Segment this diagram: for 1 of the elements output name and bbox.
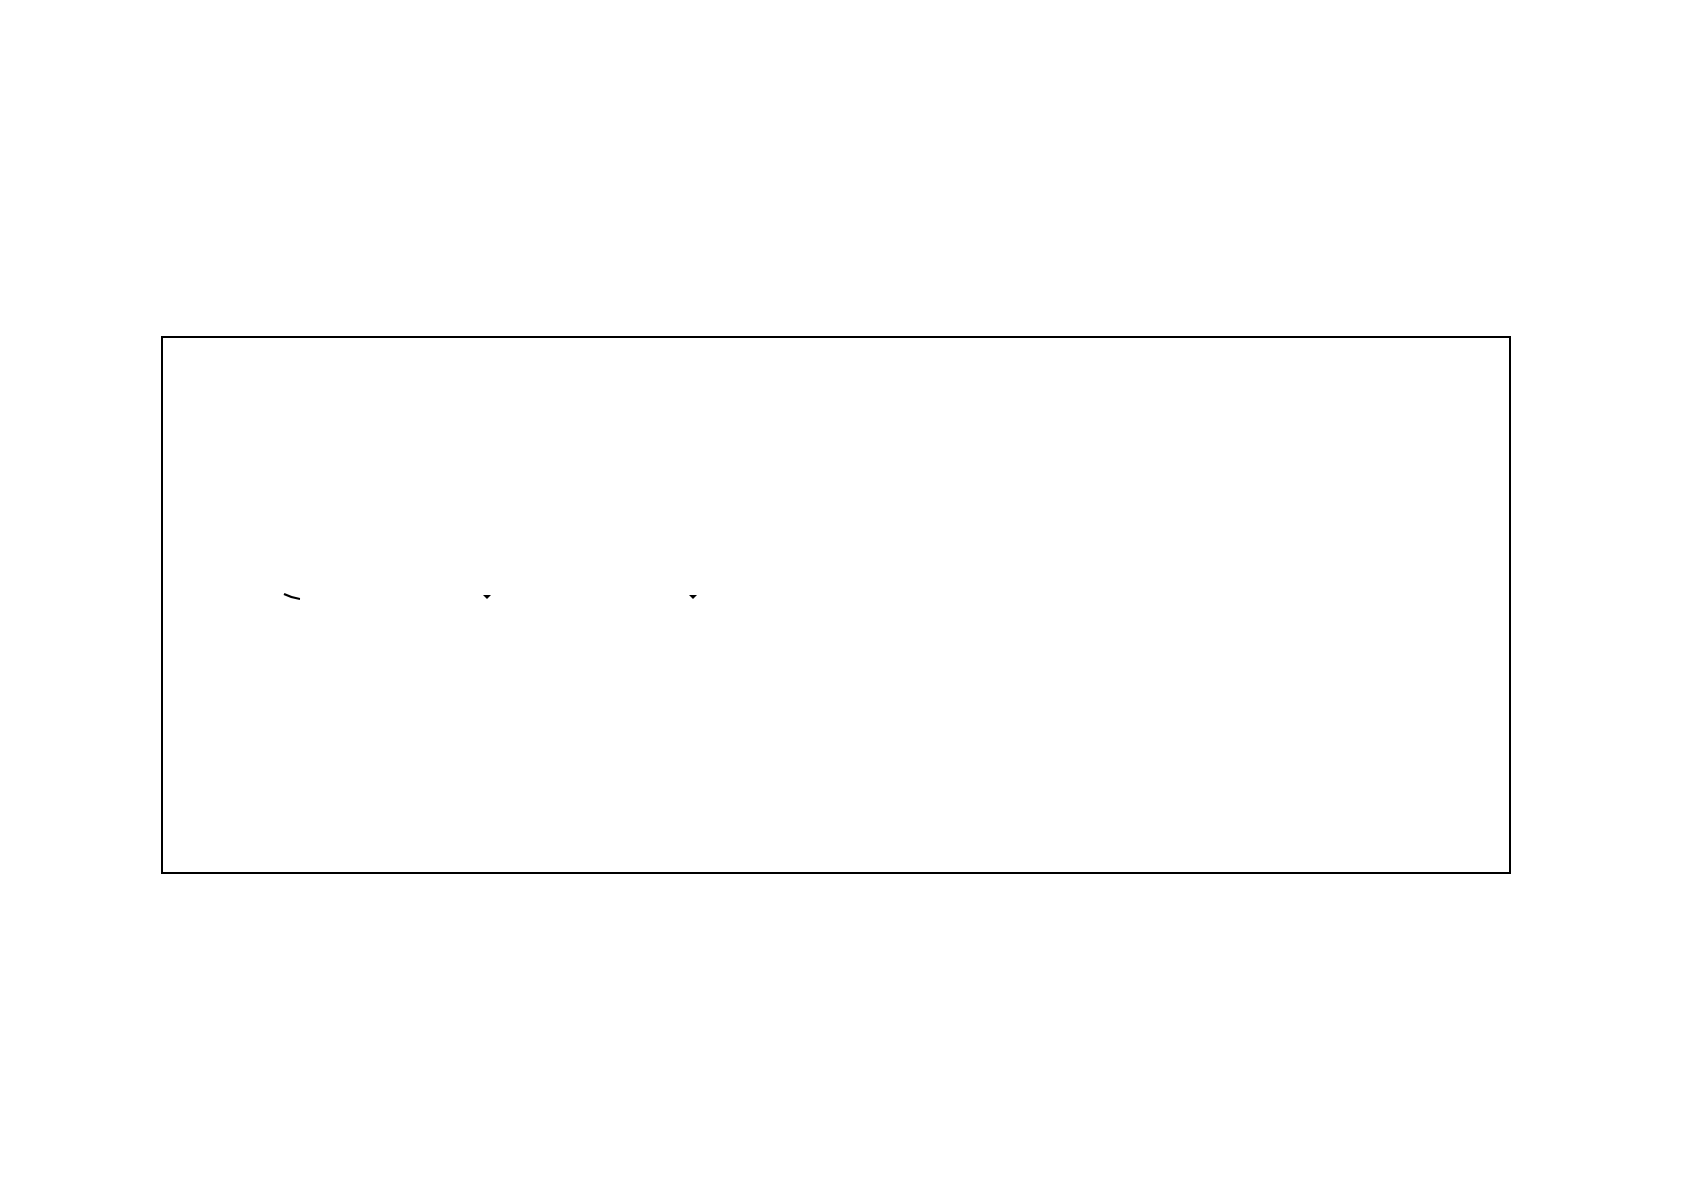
frame-box bbox=[161, 336, 1511, 874]
